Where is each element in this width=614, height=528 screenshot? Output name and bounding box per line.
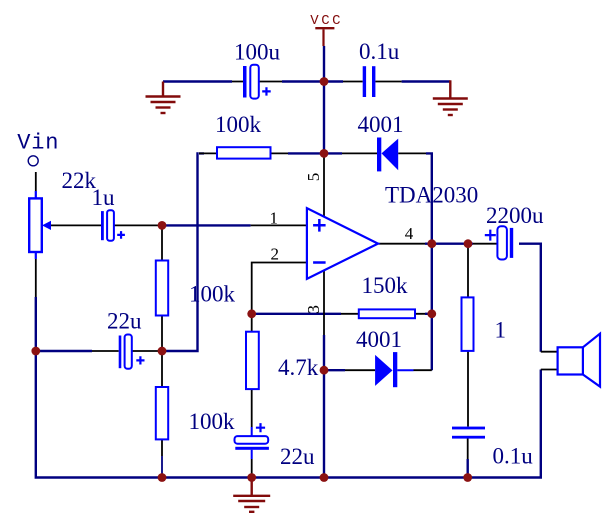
svg-text:100u: 100u [234, 40, 281, 65]
svg-text:100k: 100k [189, 282, 236, 307]
svg-text:22u: 22u [280, 444, 315, 469]
svg-text:Vin: Vin [17, 130, 59, 155]
svg-text:3: 3 [304, 305, 323, 314]
svg-text:1: 1 [270, 209, 279, 228]
svg-text:TDA2030: TDA2030 [385, 183, 478, 208]
svg-text:4: 4 [405, 224, 414, 243]
svg-text:22u: 22u [107, 309, 142, 334]
svg-text:0.1u: 0.1u [493, 444, 534, 469]
svg-text:2200u: 2200u [486, 203, 544, 228]
svg-text:150k: 150k [362, 273, 409, 298]
svg-text:0.1u: 0.1u [359, 39, 400, 64]
svg-text:4.7k: 4.7k [278, 355, 319, 380]
svg-text:100k: 100k [215, 112, 262, 137]
svg-text:2: 2 [271, 245, 280, 264]
svg-text:4001: 4001 [358, 112, 404, 137]
svg-text:1: 1 [495, 318, 507, 343]
svg-text:4001: 4001 [356, 327, 402, 352]
svg-text:100k: 100k [189, 409, 236, 434]
svg-text:22k: 22k [62, 168, 97, 193]
svg-text:VCC: VCC [310, 13, 343, 29]
svg-text:1u: 1u [92, 185, 116, 210]
svg-text:5: 5 [304, 173, 323, 182]
